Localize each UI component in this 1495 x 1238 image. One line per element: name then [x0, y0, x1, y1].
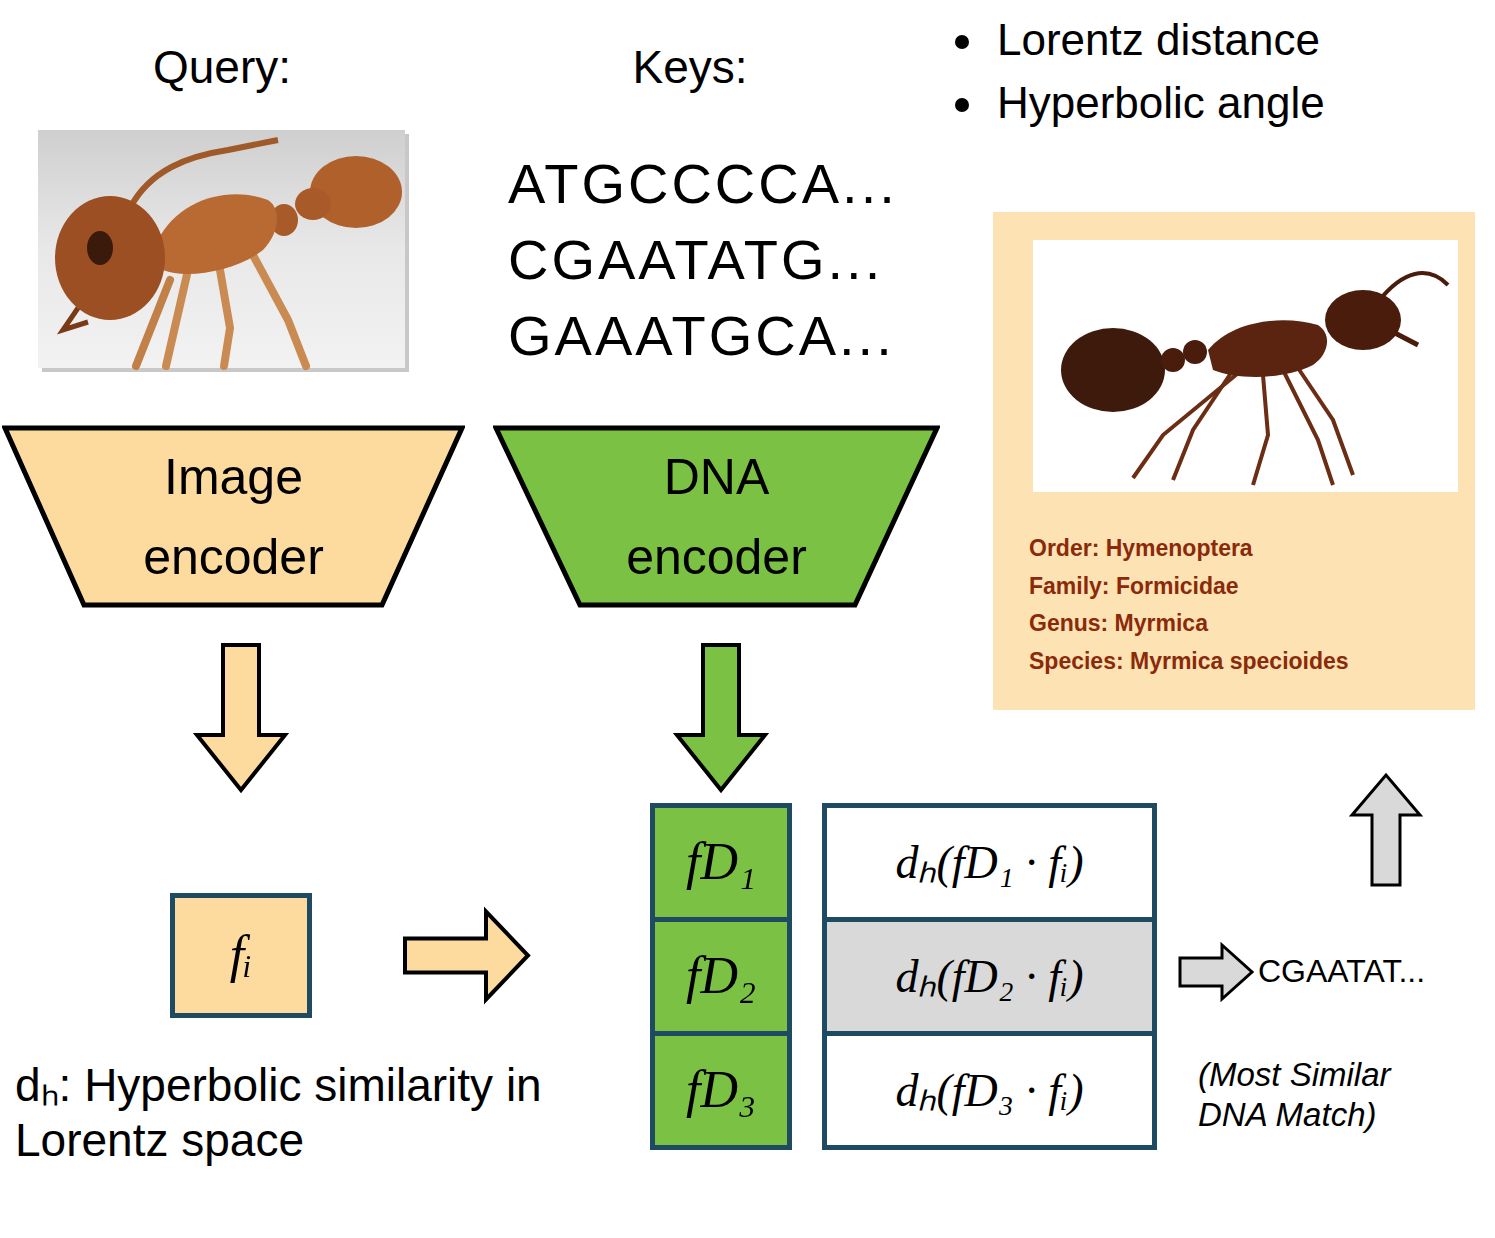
block-arrow — [677, 645, 765, 790]
text-holder: fD₃ — [686, 1059, 756, 1121]
bullet-item: Hyperbolic angle — [997, 77, 1325, 130]
block-arrow — [405, 912, 528, 1000]
text-holder: dₕ(fD₃ · fᵢ) — [895, 1063, 1083, 1118]
encoder-name: Image encoder — [94, 437, 374, 597]
ant-gaster — [310, 156, 402, 228]
taxonomy-line: Species: Myrmica specioides — [1029, 643, 1349, 681]
embedding-symbol: fD₃ — [686, 1059, 756, 1121]
ant-eye — [87, 231, 113, 265]
text-holder: fᵢ — [230, 924, 253, 986]
taxonomy-line: Genus: Myrmica — [1029, 605, 1349, 643]
result-note: (Most Similar DNA Match) — [1198, 1055, 1463, 1134]
ant-petiole — [295, 188, 331, 220]
photo-shadow — [42, 134, 409, 372]
ant-leg — [220, 270, 230, 366]
query-ant-photo — [38, 130, 405, 368]
embedding-symbol: fᵢ — [230, 924, 253, 986]
trapezoid-shape — [5, 428, 462, 605]
image-embedding: fᵢ — [170, 893, 312, 1018]
dna-sequence: GAAATGCA... — [508, 302, 895, 369]
ant-leg — [136, 280, 170, 366]
matched-sequence: CGAATAT... — [1258, 952, 1425, 990]
ant-mandible — [63, 308, 88, 330]
similarity-cell: dₕ(fD₂ · fᵢ) — [822, 917, 1157, 1036]
similarity-note: dₕ: Hyperbolic similarity in Lorentz spa… — [15, 1058, 645, 1168]
column-heading: Query: — [72, 40, 372, 95]
taxonomy-line: Order: Hymenoptera — [1029, 530, 1349, 568]
ant-leg — [166, 270, 188, 366]
ant-thorax — [158, 194, 277, 274]
text-holder: DNA encoder — [577, 437, 857, 597]
bullet-item: Lorentz distance — [997, 14, 1320, 67]
embedding-symbol: dₕ(fD₂ · fᵢ) — [895, 949, 1083, 1004]
text-holder: dₕ(fD₁ · fᵢ) — [895, 835, 1083, 890]
block-arrow — [197, 645, 285, 790]
embedding-symbol: dₕ(fD₃ · fᵢ) — [895, 1063, 1083, 1118]
bullet-dot — [955, 35, 969, 49]
text-holder: Order: HymenopteraFamily: FormicidaeGenu… — [1029, 530, 1349, 680]
photo-background — [38, 130, 405, 368]
ant-antenna — [130, 140, 278, 208]
similarity-cell: dₕ(fD₃ · fᵢ) — [822, 1031, 1157, 1150]
taxonomy-line: Family: Formicidae — [1029, 568, 1349, 606]
text-holder: Image encoder — [94, 437, 374, 597]
taxonomy-panel: Order: HymenopteraFamily: FormicidaeGenu… — [993, 212, 1475, 710]
embedding-symbol: fD₁ — [686, 831, 756, 893]
dna-embedding: fD₃ — [650, 1031, 792, 1150]
dna-embedding: fD₁ — [650, 803, 792, 922]
text-holder: fD₁ — [686, 831, 756, 893]
lookup-arrow — [1352, 775, 1420, 885]
similarity-cell: dₕ(fD₁ · fᵢ) — [822, 803, 1157, 922]
column-heading: Keys: — [540, 40, 840, 95]
dna-sequence: ATGCCCCA... — [508, 150, 898, 217]
dna-encoder: DNA encoder — [493, 425, 940, 608]
encoder-name: DNA encoder — [577, 437, 857, 597]
text-holder: fD₂ — [686, 945, 756, 1007]
dna-embedding: fD₂ — [650, 917, 792, 1036]
embedding-symbol: fD₂ — [686, 945, 756, 1007]
ant-head — [55, 196, 165, 320]
text-holder: dₕ(fD₂ · fᵢ) — [895, 949, 1083, 1004]
ant-petiole — [270, 204, 298, 236]
ant-leg — [253, 255, 306, 366]
embedding-symbol: dₕ(fD₁ · fᵢ) — [895, 835, 1083, 890]
result-arrow — [1180, 945, 1252, 999]
image-encoder: Image encoder — [2, 425, 465, 608]
trapezoid-shape — [496, 428, 937, 605]
bullet-dot — [955, 98, 969, 112]
dna-sequence: CGAATATG... — [508, 226, 883, 293]
